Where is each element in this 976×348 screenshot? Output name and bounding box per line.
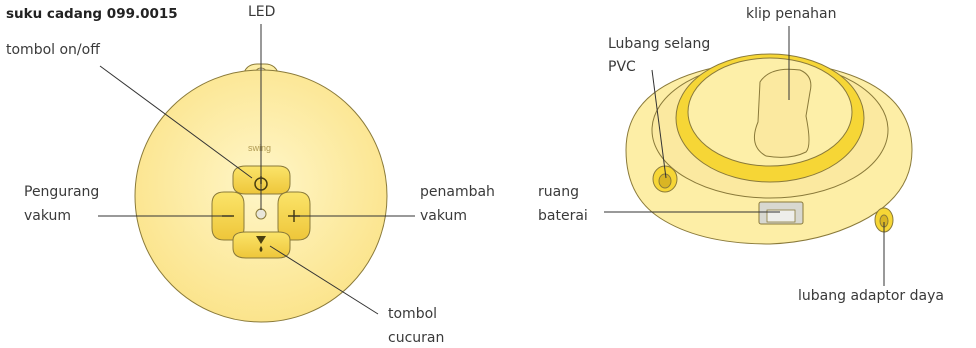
label-letdown-2: cucuran — [388, 330, 445, 346]
label-adapter-hole: lubang adaptor daya — [798, 288, 944, 304]
letdown-button[interactable] — [232, 231, 291, 259]
label-letdown-1: tombol — [388, 306, 438, 322]
label-vacuum-down-1: Pengurang — [24, 184, 100, 200]
label-clip: klip penahan — [746, 6, 837, 22]
front-leaders — [98, 24, 415, 315]
leader-letdown — [269, 245, 379, 315]
label-tube-hole-2: PVC — [608, 59, 636, 75]
part-number: suku cadang 099.0015 — [6, 6, 178, 22]
label-led: LED — [248, 4, 276, 20]
label-battery-1: ruang — [538, 184, 579, 200]
brand-text: swing — [248, 143, 272, 153]
label-vacuum-up-1: penambah — [420, 184, 495, 200]
holding-clip — [753, 68, 812, 158]
label-tube-hole-1: Lubang selang — [608, 36, 711, 52]
led-light — [255, 208, 267, 220]
letdown-icon — [256, 236, 266, 252]
label-power-button: tombol on/off — [6, 42, 100, 58]
label-vacuum-up-2: vakum — [420, 208, 468, 224]
leader-power — [99, 65, 253, 179]
label-battery-2: baterai — [538, 208, 588, 224]
side-view — [625, 53, 913, 245]
side-leaders — [604, 26, 885, 286]
leader-tube-hole — [651, 69, 667, 179]
label-vacuum-down-2: vakum — [24, 208, 72, 224]
